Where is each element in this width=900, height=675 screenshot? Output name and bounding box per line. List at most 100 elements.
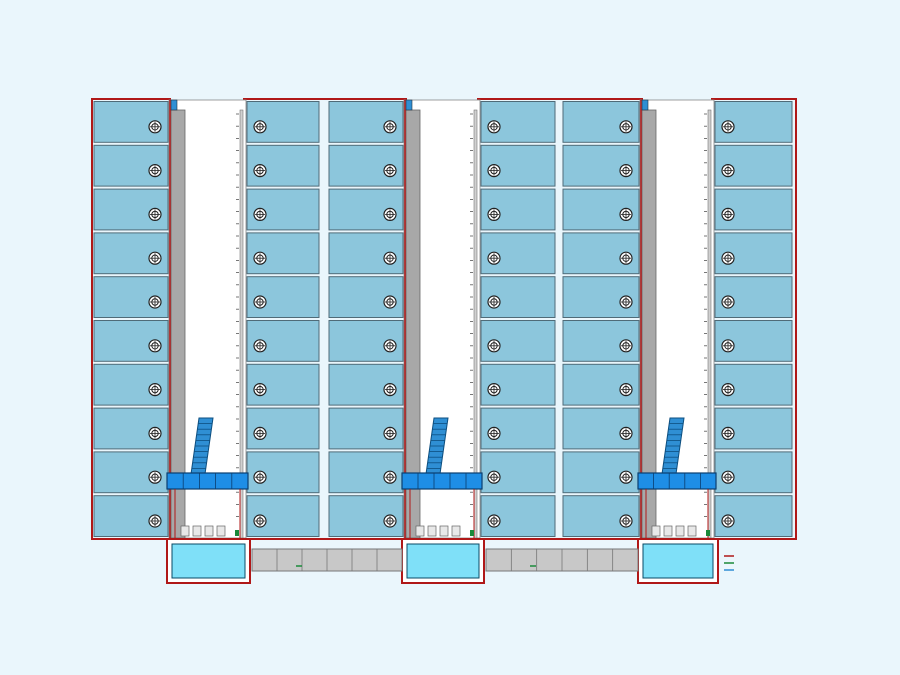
fan-icon bbox=[721, 295, 735, 309]
base-station-fill bbox=[171, 543, 246, 579]
equipment-box bbox=[415, 525, 425, 537]
fan-icon bbox=[721, 120, 735, 134]
fan-icon bbox=[253, 382, 267, 397]
storage-cell bbox=[480, 232, 556, 275]
equipment-box bbox=[687, 525, 697, 537]
fan-icon bbox=[253, 426, 267, 440]
equipment-box bbox=[439, 525, 449, 537]
equipment-box bbox=[427, 525, 437, 537]
fan-icon bbox=[721, 514, 735, 528]
fan-icon bbox=[383, 120, 397, 134]
fan-icon bbox=[619, 295, 633, 309]
aisle-top-marker bbox=[405, 99, 413, 111]
fan-icon bbox=[487, 251, 501, 265]
fan-icon bbox=[487, 382, 501, 397]
conveyor-icon bbox=[166, 472, 249, 490]
fan-icon bbox=[619, 120, 633, 134]
equipment-marker bbox=[706, 530, 710, 536]
fan-icon bbox=[253, 295, 267, 309]
fan-icon bbox=[148, 470, 162, 484]
conveyor-bar bbox=[166, 472, 249, 490]
storage-cell bbox=[562, 276, 640, 319]
fan-icon bbox=[253, 470, 267, 484]
fan-icon bbox=[148, 295, 162, 309]
storage-cell bbox=[93, 188, 169, 231]
fan-icon bbox=[253, 207, 267, 221]
fan-icon bbox=[487, 295, 501, 309]
base-station-icon bbox=[166, 538, 251, 584]
conveyor-icon bbox=[637, 472, 717, 490]
fan-icon bbox=[383, 163, 397, 178]
fan-icon bbox=[253, 163, 267, 178]
equipment-box bbox=[192, 525, 202, 537]
fan-icon bbox=[253, 514, 267, 528]
fan-icon bbox=[487, 163, 501, 178]
aisle-top-marker bbox=[170, 99, 178, 111]
equipment-box bbox=[675, 525, 685, 537]
fan-icon bbox=[487, 514, 501, 528]
fan-icon bbox=[721, 339, 735, 353]
staircase-icon bbox=[425, 417, 449, 475]
fan-icon bbox=[383, 514, 397, 528]
fan-icon bbox=[487, 120, 501, 134]
fan-icon bbox=[619, 207, 633, 221]
fan-icon bbox=[148, 514, 162, 528]
fan-icon bbox=[721, 382, 735, 397]
fan-icon bbox=[148, 163, 162, 178]
fan-icon bbox=[383, 426, 397, 440]
base-station-icon bbox=[637, 538, 719, 584]
fan-icon bbox=[383, 295, 397, 309]
storage-cell bbox=[246, 407, 320, 450]
fan-icon bbox=[487, 207, 501, 221]
fan-icon bbox=[383, 339, 397, 353]
equipment-box bbox=[216, 525, 226, 537]
fan-icon bbox=[721, 207, 735, 221]
fan-icon bbox=[721, 470, 735, 484]
fan-icon bbox=[253, 339, 267, 353]
equipment-box bbox=[451, 525, 461, 537]
fan-icon bbox=[619, 339, 633, 353]
fan-icon bbox=[148, 251, 162, 265]
storage-cells bbox=[93, 101, 793, 538]
conveyor-icon bbox=[401, 472, 483, 490]
fan-icon bbox=[619, 426, 633, 440]
equipment-box bbox=[651, 525, 661, 537]
connector-group bbox=[251, 548, 639, 572]
fan-icon bbox=[619, 382, 633, 397]
equipment-box bbox=[663, 525, 673, 537]
aisle-group bbox=[166, 99, 719, 584]
fan-icon bbox=[148, 207, 162, 221]
fan-icon bbox=[487, 426, 501, 440]
fan-icon bbox=[721, 426, 735, 440]
equipment-marker bbox=[235, 530, 239, 536]
fan-icon bbox=[383, 251, 397, 265]
fan-icon bbox=[253, 251, 267, 265]
base-station-fill bbox=[406, 543, 480, 579]
aisle-top-marker bbox=[641, 99, 649, 111]
edge-markers bbox=[724, 555, 734, 571]
equipment-marker bbox=[470, 530, 474, 536]
fan-icon bbox=[383, 207, 397, 221]
equipment-box bbox=[180, 525, 190, 537]
fan-icon bbox=[619, 163, 633, 178]
conveyor-bar bbox=[401, 472, 483, 490]
fan-icon bbox=[721, 251, 735, 265]
fan-icon bbox=[619, 514, 633, 528]
fan-icon bbox=[619, 470, 633, 484]
fan-icon bbox=[487, 470, 501, 484]
storage-cell bbox=[714, 188, 793, 231]
fan-icon bbox=[148, 426, 162, 440]
fan-icon bbox=[148, 120, 162, 134]
equipment-box bbox=[204, 525, 214, 537]
fan-icon bbox=[148, 382, 162, 397]
fan-icon bbox=[383, 470, 397, 484]
fan-icon bbox=[253, 120, 267, 134]
fan-icon bbox=[619, 251, 633, 265]
fan-icon bbox=[487, 339, 501, 353]
fan-icon bbox=[721, 163, 735, 178]
fan-icon bbox=[148, 339, 162, 353]
base-station-fill bbox=[642, 543, 714, 579]
base-station-icon bbox=[401, 538, 485, 584]
